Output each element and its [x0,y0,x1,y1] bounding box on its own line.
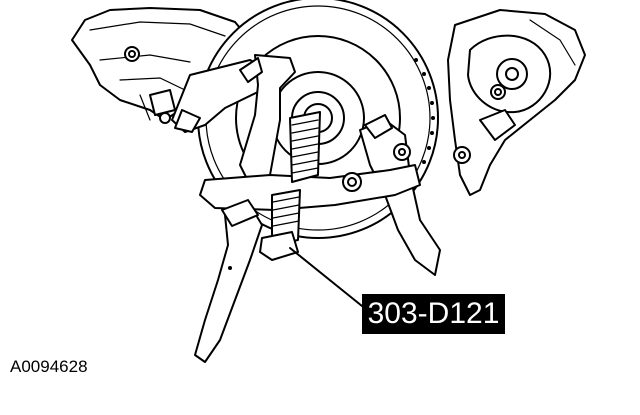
figure-id-label: A0094628 [10,357,88,376]
timing-cover-icon [447,9,586,196]
puller-jaw-left [171,59,269,133]
callout-leader-line [289,247,363,307]
puller-handle [194,199,263,363]
puller-crossbar [199,143,421,211]
forcing-screw [289,111,321,183]
lower-screw [259,189,301,261]
tool-callout-label: 303-D121 [362,294,505,334]
